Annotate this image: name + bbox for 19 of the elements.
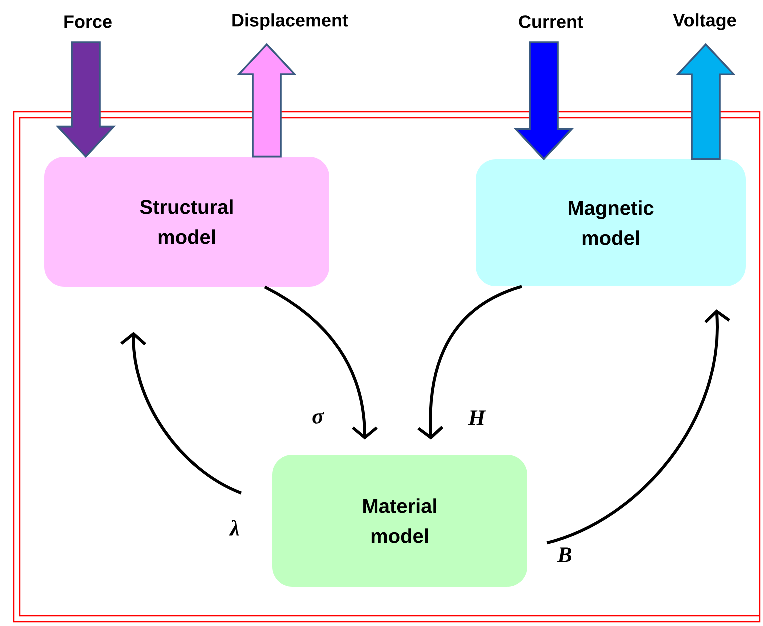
block-arrow [236,43,298,158]
model-box: Structural model [44,157,330,287]
input-output-label: Force [64,16,112,28]
input-output-label: Displacement [232,14,348,30]
block-arrow [56,42,116,158]
edge-label: H [467,410,487,426]
block-arrow [514,42,574,161]
edge-label: B [556,546,574,564]
curved-arrow [546,310,730,545]
input-output-label: Current [519,16,584,28]
edge-label: λ [229,519,241,537]
model-box: Magnetic model [476,160,746,286]
input-output-label: Voltage [673,14,736,30]
edge-label: σ [311,411,325,425]
block-arrow [676,43,736,160]
curved-arrow [264,286,378,440]
curved-arrow [120,332,242,495]
curved-arrow [418,285,522,440]
model-box: Material model [272,455,528,587]
